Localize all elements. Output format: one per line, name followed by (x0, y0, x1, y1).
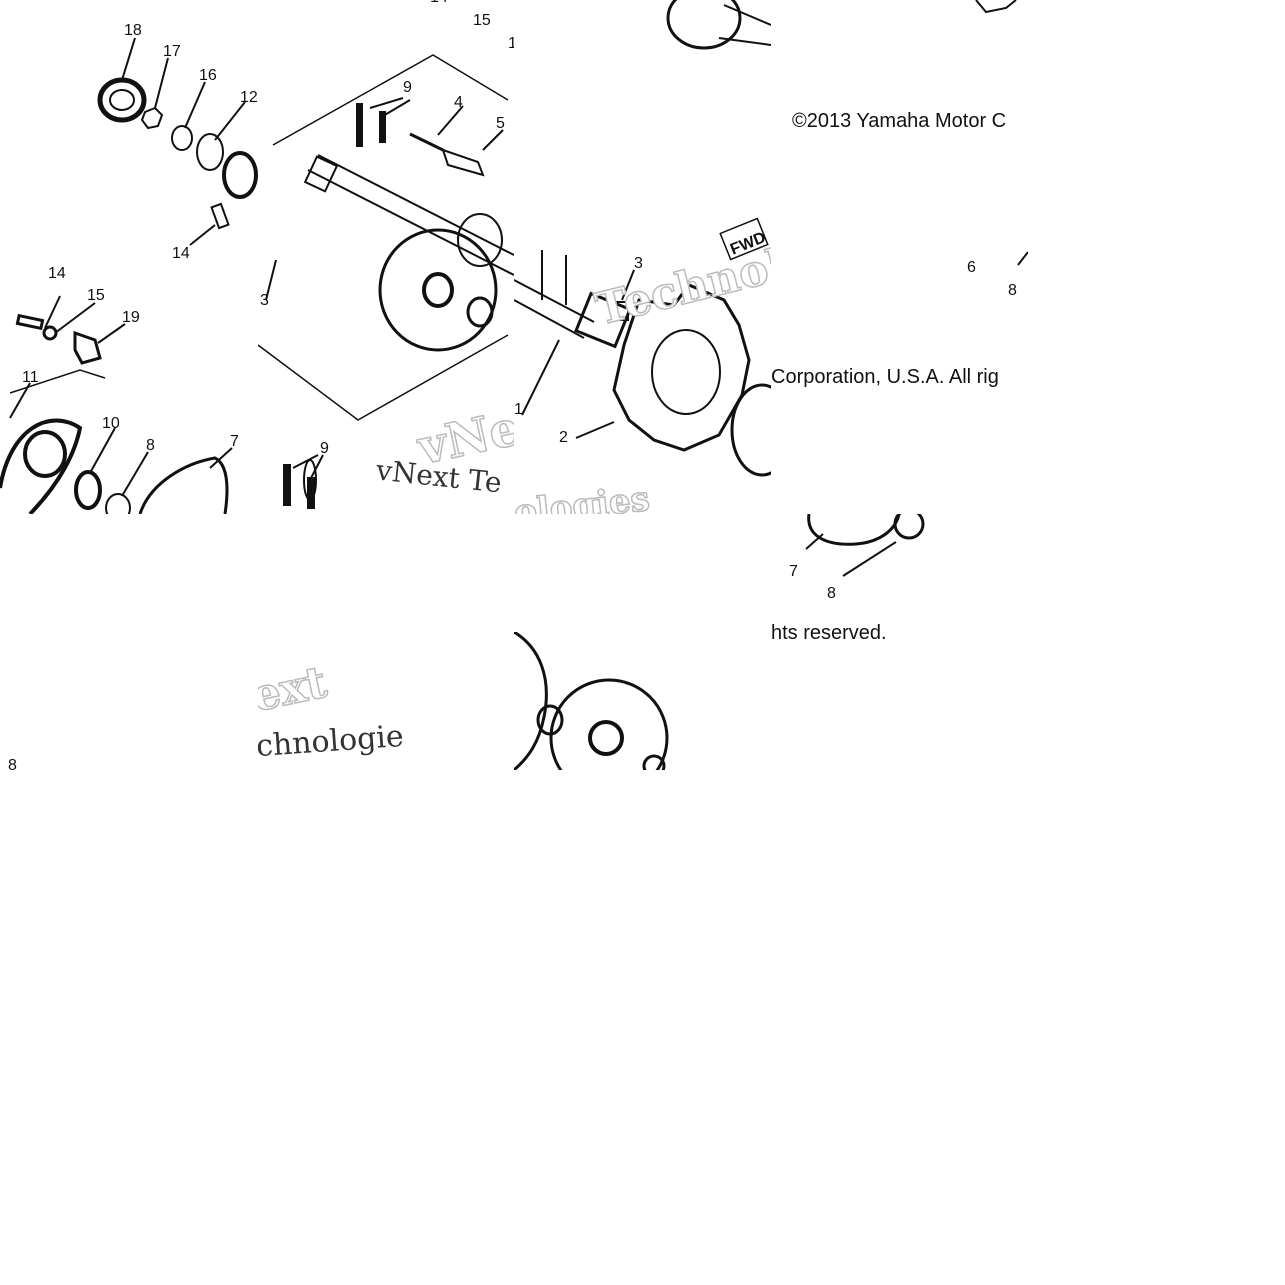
copyright-line-1: ©2013 Yamaha Motor C (792, 110, 1007, 132)
watermark-tile-center: ext chnologie (258, 514, 414, 770)
label-5: 5 (496, 115, 505, 132)
label-8c: 8 (827, 585, 836, 602)
label-16: 16 (199, 67, 217, 84)
nut-part-17 (140, 106, 164, 130)
label-3b: 3 (634, 255, 643, 272)
label-18: 18 (124, 22, 142, 39)
label-3: 3 (260, 292, 269, 309)
bracket-fragment (975, 0, 1017, 14)
diagram-tile-right-top: 3 1 2 FWD Technol ologies (514, 0, 771, 514)
drive-wheel-top (666, 0, 742, 50)
bolt-part-4 (409, 132, 444, 152)
bracket-part-19 (73, 330, 102, 365)
oil-seal-part-18 (97, 77, 147, 123)
idler-wheel (378, 228, 498, 352)
label-9: 9 (403, 79, 412, 96)
wheel-part-7c (807, 514, 901, 546)
spline-shaft-part-1 (574, 291, 632, 349)
washer-part-16 (171, 125, 193, 151)
housing-part-11 (0, 418, 83, 514)
bracket-part-5 (441, 148, 485, 177)
wheel-part-7 (730, 383, 771, 477)
pin-part-9 (356, 103, 363, 147)
diagram-tile-center-top: 14 15 1 9 4 5 3 9 vNext Te vNe (258, 0, 514, 514)
collar-part-3 (613, 301, 629, 321)
partial-parts-drawing: 6 8 (967, 0, 1028, 299)
seal-bearing-drawing: 18 17 16 12 14 (97, 22, 258, 258)
label-fragment-drawing: 8 (8, 757, 17, 770)
label-4: 4 (454, 94, 463, 111)
copyright-tile: ©2013 Yamaha Motor C Corporation, U.S.A.… (771, 0, 1028, 514)
label-12: 12 (240, 89, 258, 106)
label-7: 7 (230, 433, 239, 450)
diagram-tile-left-top: 18 17 16 12 14 (0, 0, 258, 258)
label-14b: 14 (430, 0, 448, 6)
bracket-cluster-drawing: 14 15 19 11 10 8 7 (0, 265, 239, 514)
sprocket-fragment (514, 632, 548, 770)
bolt-part-14c (15, 313, 45, 331)
washer-part-8 (105, 493, 131, 514)
group-outline (272, 54, 509, 146)
label-15b: 15 (87, 287, 105, 304)
copyright-line-2: Corporation, U.S.A. All rig (771, 366, 999, 388)
label-17: 17 (163, 43, 181, 60)
watermark-text-f: chnologie (258, 718, 405, 765)
washer (466, 296, 494, 328)
label-15: 15 (473, 12, 491, 29)
bearing-part-10 (74, 470, 102, 510)
sprocket-part-2 (612, 283, 751, 452)
diagram-tile-left-mid: 14 15 19 11 10 8 7 (0, 258, 258, 514)
wheel-bottom-drawing (514, 632, 669, 770)
diagram-tile-wheel-bottom (514, 632, 771, 770)
label-14c: 14 (48, 265, 66, 282)
circlip-part-12 (196, 133, 224, 171)
copyright-line-3: hts reserved. (771, 622, 887, 644)
wheel-fragment-drawing: 7 8 (789, 514, 925, 602)
bolt-part-14 (210, 202, 230, 230)
label-19: 19 (122, 309, 140, 326)
watermark-text-e: ext (258, 656, 332, 723)
sprocket-drawing: 3 1 2 FWD (514, 0, 771, 477)
label-7c: 7 (789, 563, 798, 580)
diagram-tile-right-mid: 7 8 hts reserved. (771, 514, 1028, 770)
label-10: 10 (102, 415, 120, 432)
label-8: 8 (1008, 282, 1017, 299)
idler-wheel-bottom (549, 678, 669, 770)
label-8b: 8 (146, 437, 155, 454)
wheel-part-7b (138, 456, 229, 514)
label-14: 14 (172, 245, 190, 258)
label-1: 1 (508, 35, 514, 52)
label-11: 11 (22, 369, 39, 386)
washer-part-15 (42, 325, 58, 341)
label-6: 6 (967, 259, 976, 276)
shaft-drawing: 14 15 1 9 4 5 3 9 (258, 0, 514, 509)
fwd-label: FWD (728, 229, 768, 258)
shaft-end (303, 155, 339, 193)
watermark-tile-left: 8 (0, 514, 258, 770)
label-2: 2 (559, 429, 568, 446)
label-1b: 1 (514, 401, 523, 418)
bearing-part (222, 151, 258, 199)
label-8d: 8 (8, 757, 17, 770)
fwd-arrow-box (719, 217, 769, 261)
pin-part-9b (283, 464, 291, 506)
label-9b: 9 (320, 440, 329, 457)
